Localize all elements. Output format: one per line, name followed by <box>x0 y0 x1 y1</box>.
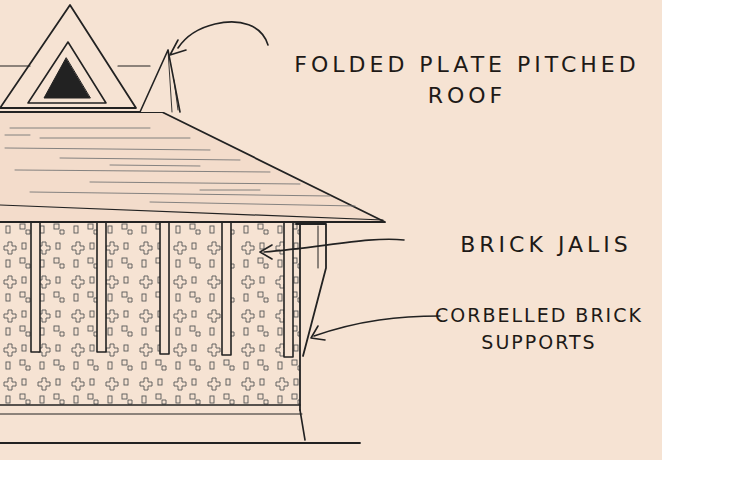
roof-callout: FOLDED PLATE PITCHED ROOF <box>268 50 666 112</box>
support-callout: CORBELLED BRICK SUPPORTS <box>428 302 650 355</box>
jali-callout: BRICK JALIS <box>428 230 664 261</box>
